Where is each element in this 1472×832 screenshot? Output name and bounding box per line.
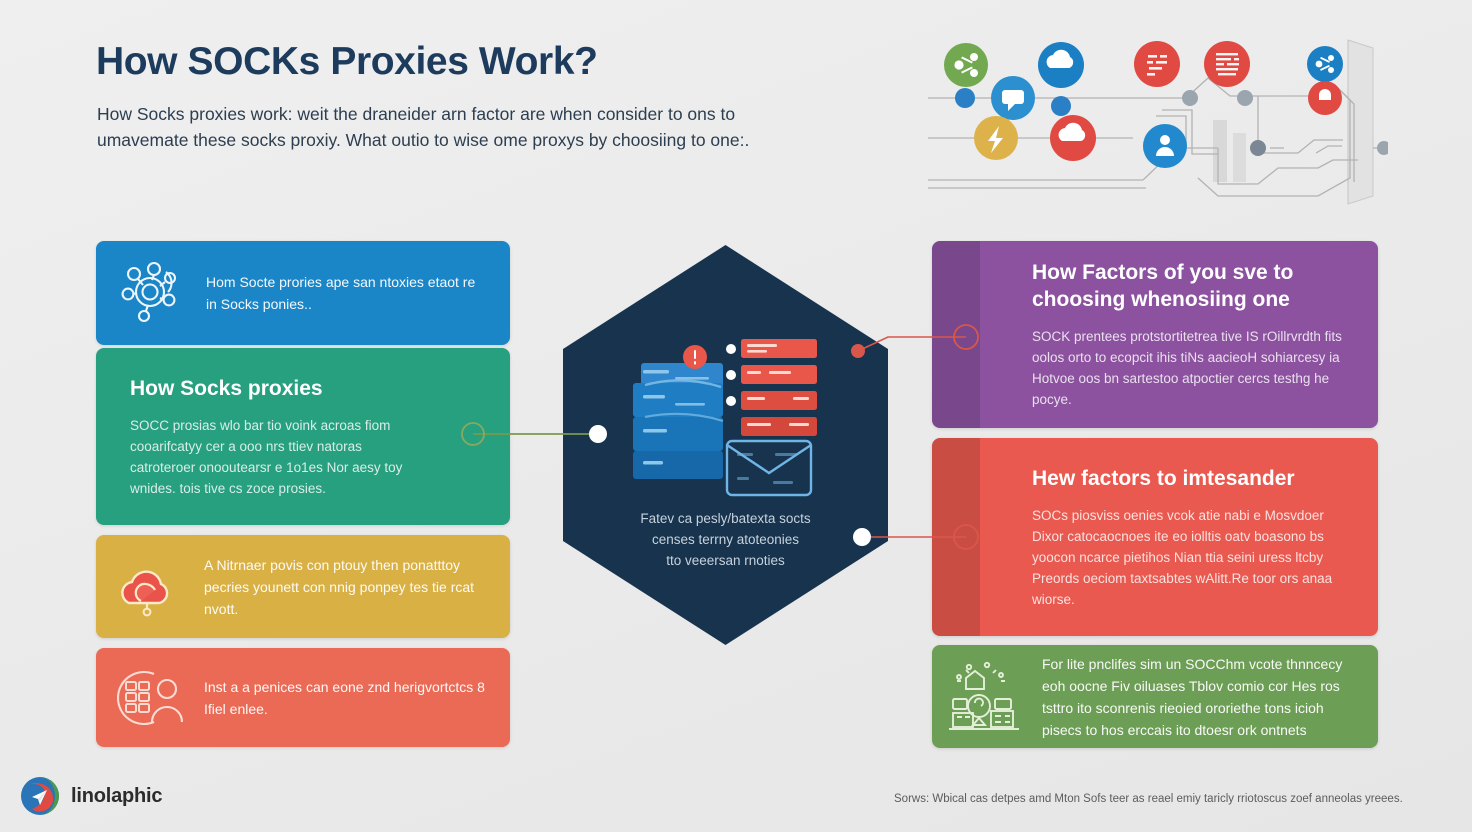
card-yellow[interactable]: A Nitrnaer povis con ptouy then ponattto…	[96, 535, 510, 638]
card-blue[interactable]: Hom Socte prories ape san ntoxies etaot …	[96, 241, 510, 345]
server-stack-illustration	[623, 325, 828, 505]
hexagon-caption-line-3: tto veeersan rnoties	[666, 553, 785, 568]
globe-network-icon	[96, 241, 206, 345]
hexagon-caption-line-1: Fatev ca pesly/batexta socts	[640, 511, 811, 526]
paper-plane-circle-icon	[20, 776, 60, 816]
card-yellow-desc: A Nitrnaer povis con ptouy then ponattto…	[204, 556, 475, 617]
card-green[interactable]: How Socks proxies SOCC prosias wlo bar t…	[96, 348, 510, 525]
center-hexagon: Fatev ca pesly/batexta socts censes terr…	[563, 245, 888, 645]
hexagon-caption-line-2: censes terrny atoteonies	[651, 532, 800, 547]
footer-logo[interactable]: linolaphic	[20, 776, 163, 816]
card-purple-desc: SOCK prentees protstortitetrea tive IS r…	[1032, 329, 1342, 407]
city-buildings-icon	[932, 645, 1042, 748]
circuit-network-illustration	[918, 28, 1388, 210]
card-coral[interactable]: Inst a a penices can eone znd herigvortc…	[96, 648, 510, 747]
card-green-heading: How Socks proxies	[130, 376, 323, 400]
card-olive-desc: For lite pnclifes sim un SOCChm vcote th…	[1042, 655, 1343, 738]
card-olive[interactable]: For lite pnclifes sim un SOCChm vcote th…	[932, 645, 1378, 748]
cloud-icon	[96, 535, 204, 638]
card-red-desc: SOCs piosviss oenies vcok atie nabi e Mo…	[1032, 507, 1333, 607]
source-note: Sorws: Wbical cas detpes amd Mton Sofs t…	[894, 793, 1403, 805]
card-purple[interactable]: How Factors of you sve to choosing wheno…	[932, 241, 1378, 428]
card-red[interactable]: Hew factors to imtesander SOCs piosviss …	[932, 438, 1378, 636]
logo-text: linolaphic	[71, 784, 163, 807]
page-title: How SOCKs Proxies Work?	[96, 40, 598, 83]
page-subtitle: How Socks proxies work: weit the draneid…	[97, 104, 750, 150]
card-red-heading: Hew factors to imtesander	[1032, 466, 1295, 490]
card-blue-desc: Hom Socte prories ape san ntoxies etaot …	[206, 274, 476, 312]
user-devices-icon	[96, 648, 204, 747]
card-green-desc: SOCC prosias wlo bar tio voink acroas fi…	[130, 417, 403, 496]
card-coral-desc: Inst a a penices can eone znd herigvortc…	[204, 678, 485, 717]
card-purple-heading: How Factors of you sve to choosing wheno…	[1032, 261, 1294, 311]
hexagon-caption: Fatev ca pesly/batexta socts censes terr…	[585, 508, 866, 571]
